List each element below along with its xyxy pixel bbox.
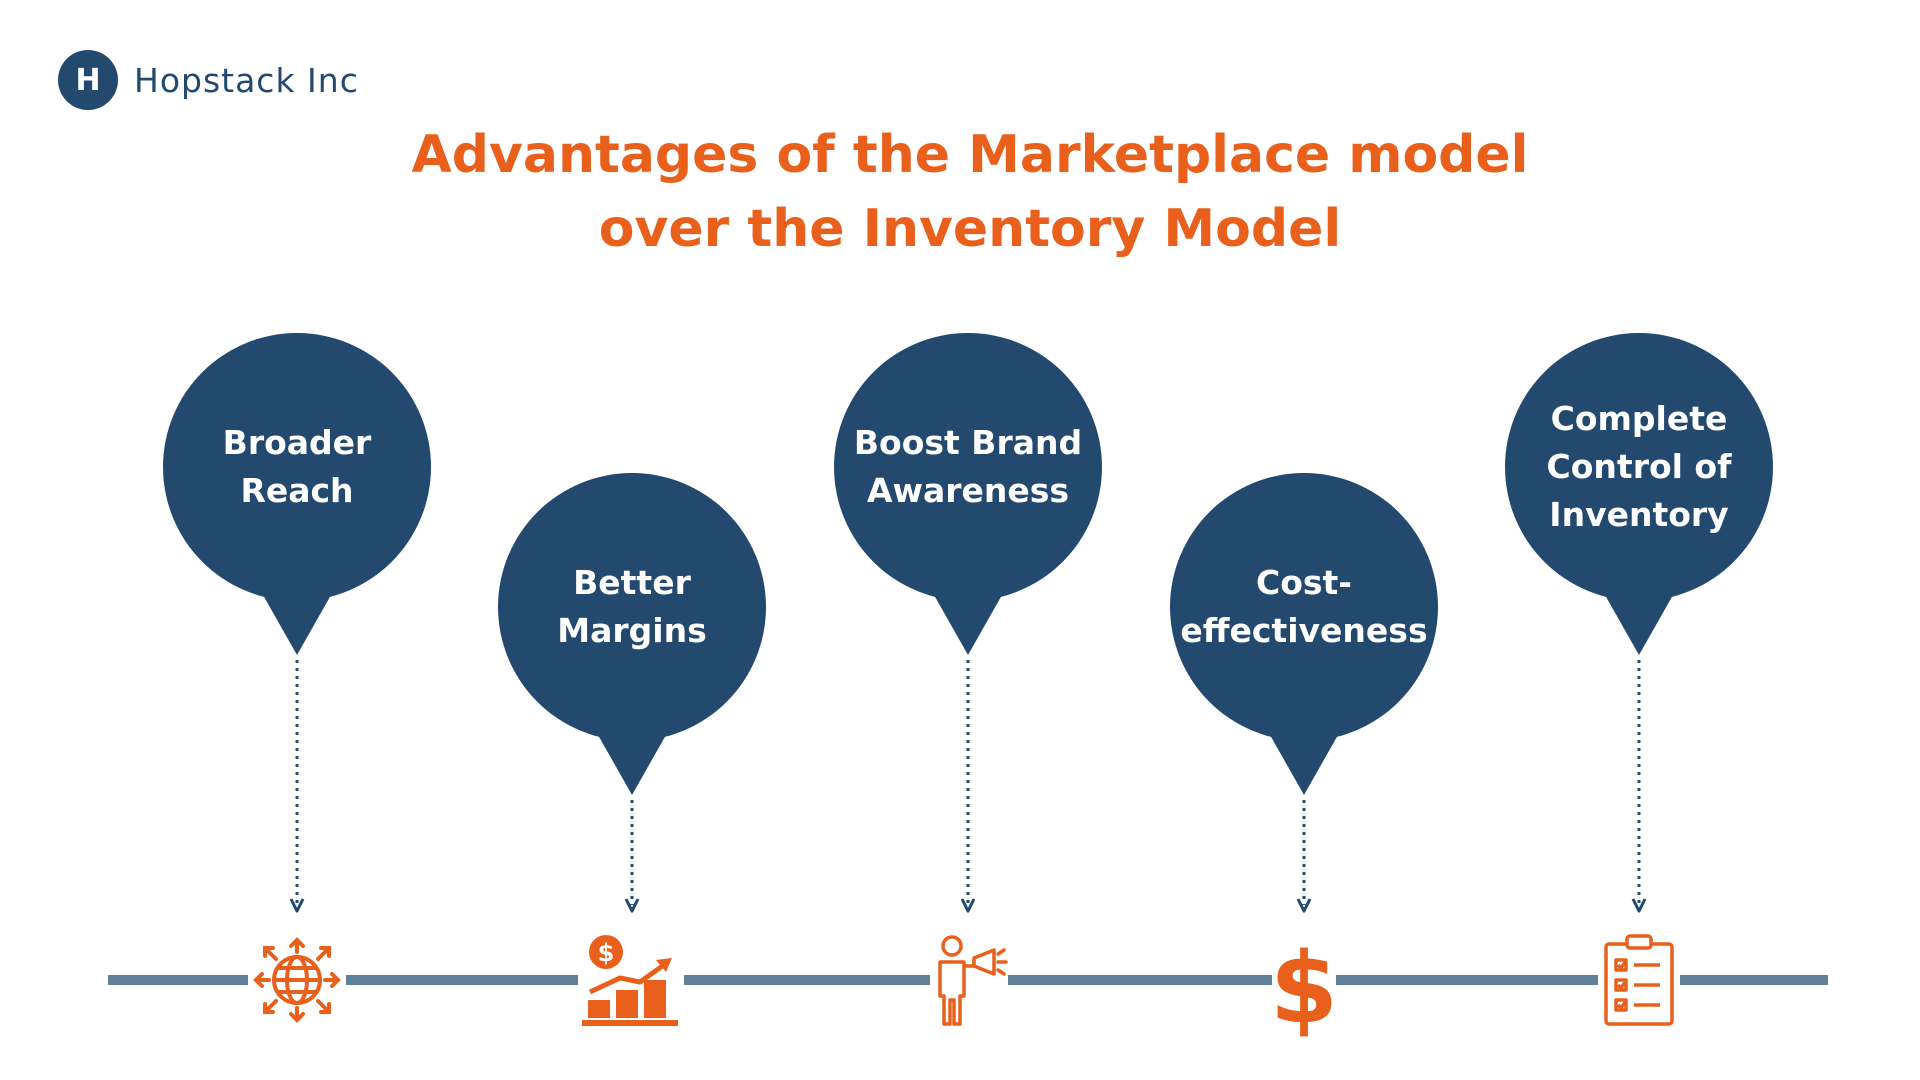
pin-broader-reach: [163, 333, 431, 655]
hopstack-logo-icon: H: [58, 50, 118, 110]
title-line-2: over the Inventory Model: [598, 199, 1342, 259]
pin-complete-control: [1505, 333, 1773, 655]
person-megaphone-icon: [930, 930, 1008, 1030]
pin-boost-brand-awareness: [834, 333, 1102, 655]
advantage-label-broader-reach: Broader Reach: [177, 387, 417, 547]
advantage-label-better-margins: Better Margins: [512, 527, 752, 687]
checklist-clipboard-icon: [1598, 930, 1680, 1030]
advantage-label-line: Inventory: [1549, 495, 1729, 534]
dollar-sign-icon: $: [1270, 932, 1338, 1046]
advantage-label-line: Cost-: [1255, 563, 1352, 602]
advantage-label-line: Boost Brand: [853, 423, 1083, 462]
advantage-label-line: effectiveness: [1180, 611, 1428, 650]
brand-logo: H Hopstack Inc: [58, 50, 359, 110]
advantage-label-complete-control: Complete Control of Inventory: [1519, 377, 1759, 557]
advantage-label-line: Better: [573, 563, 691, 602]
title-line-1: Advantages of the Marketplace model: [411, 125, 1529, 185]
page-title: Advantages of the Marketplace model over…: [0, 118, 1920, 266]
advantage-label-line: Broader: [222, 423, 372, 462]
advantage-label-boost-brand-awareness: Boost Brand Awareness: [838, 387, 1098, 547]
advantage-label-cost-effectiveness: Cost- effectiveness: [1174, 527, 1434, 687]
svg-text:$: $: [598, 939, 615, 967]
advantage-label-line: Control of: [1546, 447, 1732, 486]
pin-better-margins: [498, 473, 766, 795]
advantage-label-line: Reach: [240, 471, 354, 510]
advantage-label-line: Margins: [557, 611, 707, 650]
advantage-label-line: Awareness: [866, 471, 1070, 510]
pin-cost-effectiveness: [1170, 473, 1438, 795]
rising-dollar-chart-icon: $: [578, 930, 684, 1030]
svg-text:$: $: [1270, 932, 1338, 1046]
advantage-label-line: Complete: [1550, 399, 1728, 438]
brand-name: Hopstack Inc: [134, 60, 359, 100]
globe-arrows-icon: [248, 935, 346, 1025]
